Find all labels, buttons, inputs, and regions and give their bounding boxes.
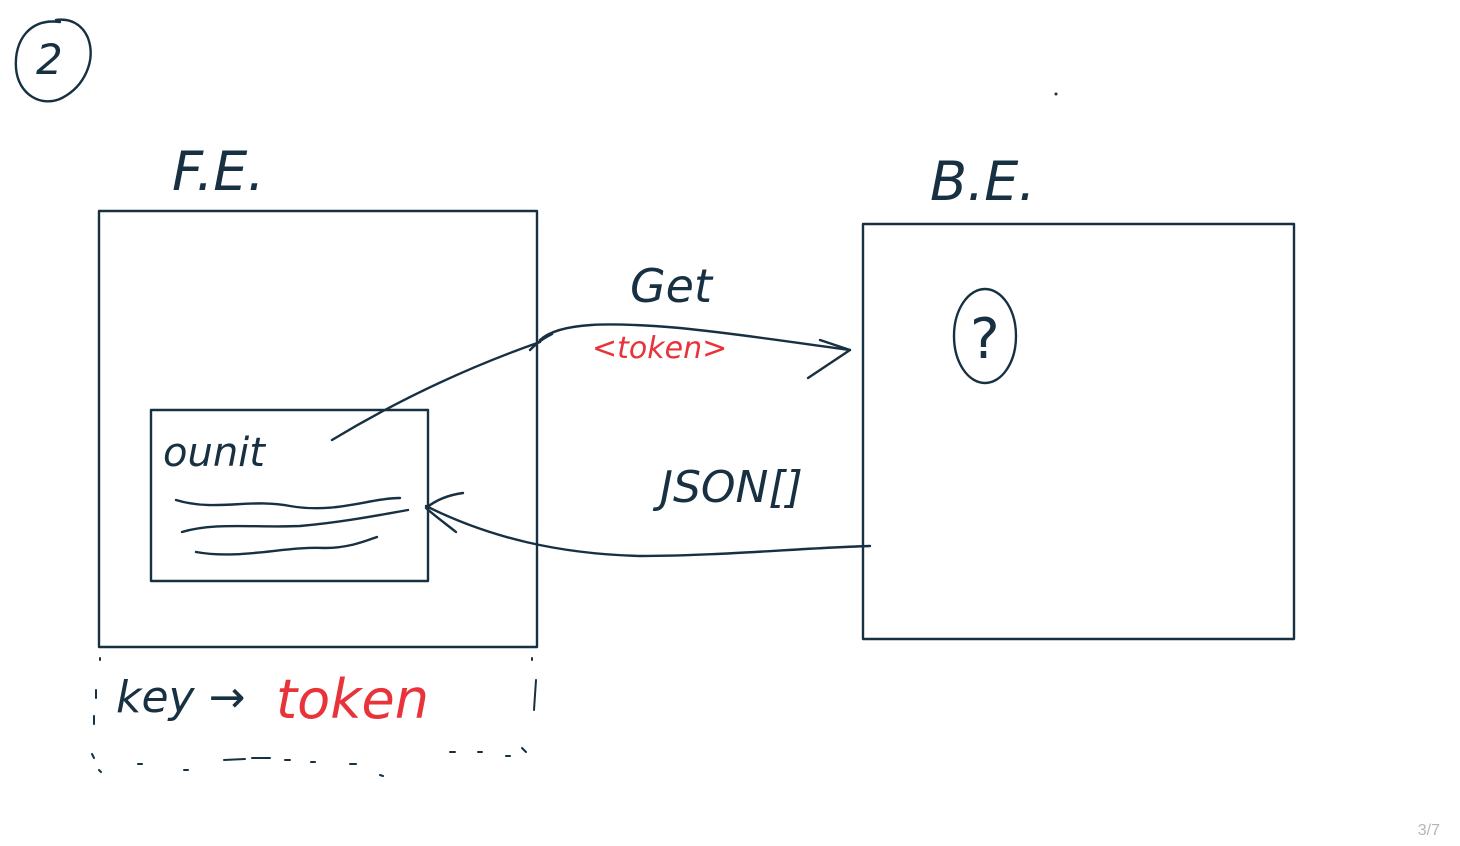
response-label: JSON[] [652, 462, 803, 513]
frontend-inner-box [149, 408, 430, 583]
step-number-text: 2 [36, 35, 63, 84]
inner-box-title: ounit [163, 430, 266, 476]
backend-step-marker-text: ? [970, 307, 1000, 372]
frontend-label: F.E. [172, 140, 265, 203]
request-method-label: Get [630, 259, 714, 313]
frontend-box [97, 209, 539, 649]
backend-box [861, 222, 1296, 641]
backend-label: B.E. [930, 150, 1036, 213]
storage-key-label: key → [116, 672, 245, 723]
step-number-marker: 2 [14, 18, 92, 103]
response-arrow [424, 491, 872, 558]
backend-step-marker: ? [952, 287, 1018, 385]
stray-ink-dot [1054, 92, 1058, 96]
request-token-label: <token> [592, 331, 727, 366]
storage-area-outline [91, 657, 537, 777]
storage-token-value: token [276, 668, 429, 731]
page-indicator: 3/7 [1417, 822, 1440, 839]
inner-box-content-lines [174, 496, 410, 556]
request-arrow [330, 323, 852, 442]
